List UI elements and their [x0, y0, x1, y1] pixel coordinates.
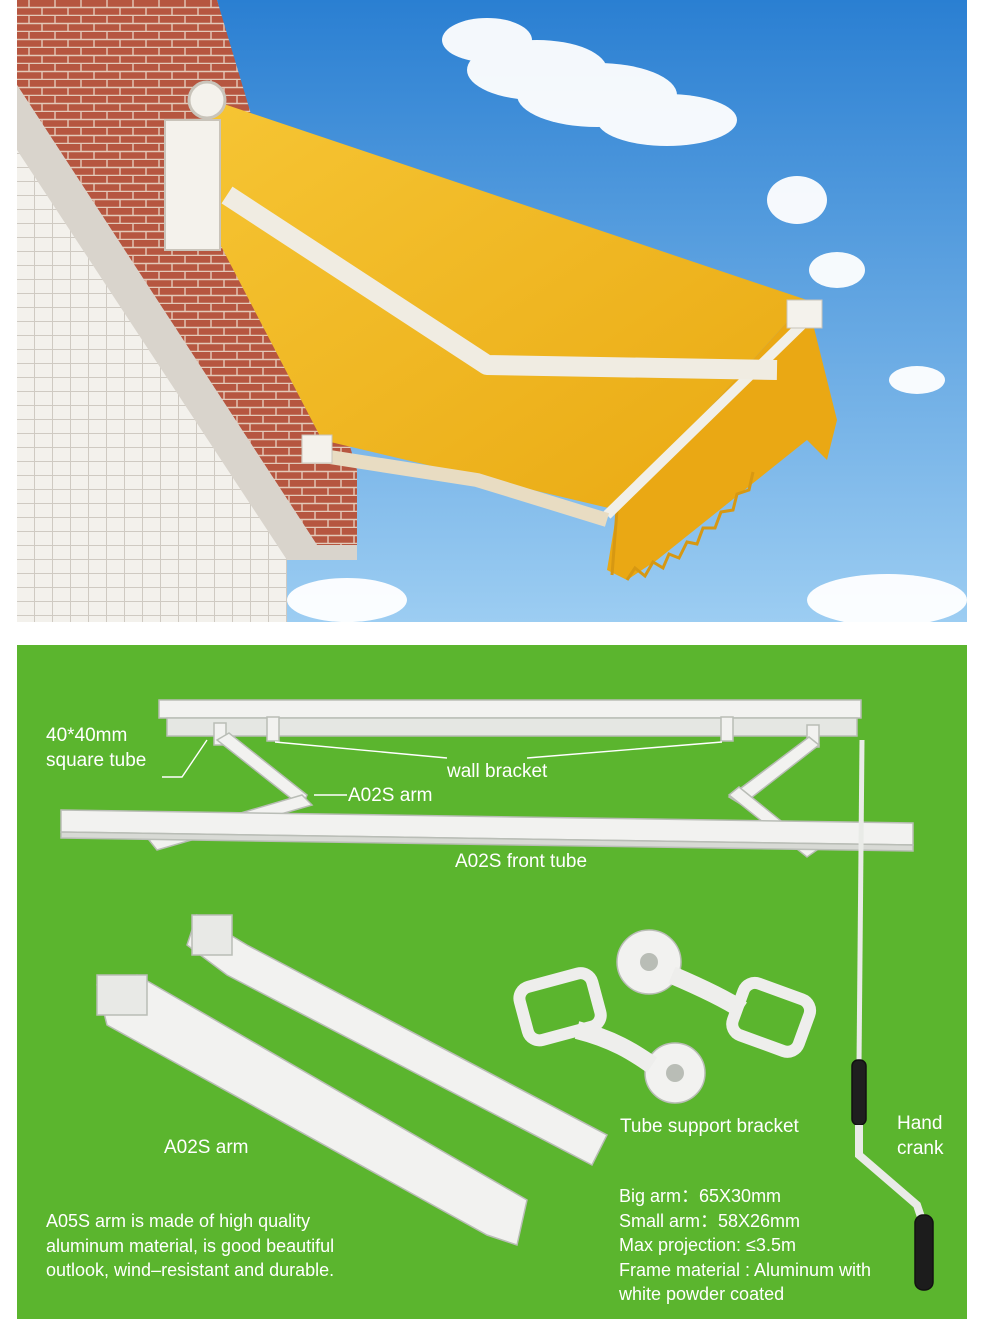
description-line: A05S arm is made of high quality [46, 1211, 311, 1231]
awning-fabric [197, 100, 807, 510]
crank-handle [855, 1125, 926, 1222]
leader-bracket-2 [526, 741, 723, 759]
arm-part-back [186, 913, 608, 1167]
label-square-tube-line2: square tube [46, 750, 147, 771]
spec-max-projection: Max projection: ≤3.5m [619, 1235, 796, 1255]
awning-arm-upper [221, 186, 778, 380]
description-line: outlook, wind–resistant and durable. [46, 1260, 335, 1280]
leader-bracket-1 [274, 741, 448, 759]
crank-rod [856, 739, 865, 1066]
label-hand-crank: Hand crank [897, 1111, 943, 1161]
tube-support-left-frame [513, 967, 607, 1047]
arm-left-upper [215, 732, 308, 809]
product-diagram: 40*40mm square tube wall bracket A02S ar… [17, 645, 967, 1319]
label-square-tube-line1: 40*40mm [46, 725, 128, 746]
leader-square-tube [162, 739, 208, 778]
label-tube-support: Tube support bracket [620, 1116, 799, 1137]
awning-photo [17, 0, 967, 622]
awning-valance [607, 300, 837, 580]
spec-frame-coating: white powder coated [619, 1284, 785, 1304]
tube-support-right-frame [726, 976, 817, 1058]
label-arm-bottom: A02S arm [164, 1137, 249, 1158]
brick-band [17, 0, 357, 545]
spec-list: Big arm：65X30mm Small arm：58X26mm Max pr… [619, 1184, 871, 1307]
wall-bracket-top [164, 119, 221, 251]
spec-frame-material: Frame material : Aluminum with [619, 1259, 872, 1280]
crank-grip-upper [851, 1059, 867, 1126]
crank-grip-lower [914, 1214, 934, 1291]
wall-bracket-3 [720, 716, 734, 742]
wall-bracket-2 [266, 716, 280, 742]
label-hand-crank-line2: crank [897, 1138, 944, 1159]
label-wall-bracket: wall bracket [447, 761, 548, 782]
spec-big-arm: Big arm：65X30mm [619, 1186, 782, 1206]
label-hand-crank-line1: Hand [897, 1113, 943, 1134]
spec-small-arm: Small arm：58X26mm [619, 1210, 801, 1231]
clouds [287, 18, 967, 622]
square-tube [158, 699, 862, 719]
label-square-tube: 40*40mm square tube [46, 723, 146, 773]
label-arm-top: A02S arm [348, 785, 433, 806]
awning-arm-lower [315, 448, 610, 527]
description-line: aluminum material, is good beautiful [46, 1235, 335, 1256]
description-text: A05S arm is made of high quality aluminu… [46, 1209, 334, 1283]
label-front-tube: A02S front tube [455, 851, 588, 872]
